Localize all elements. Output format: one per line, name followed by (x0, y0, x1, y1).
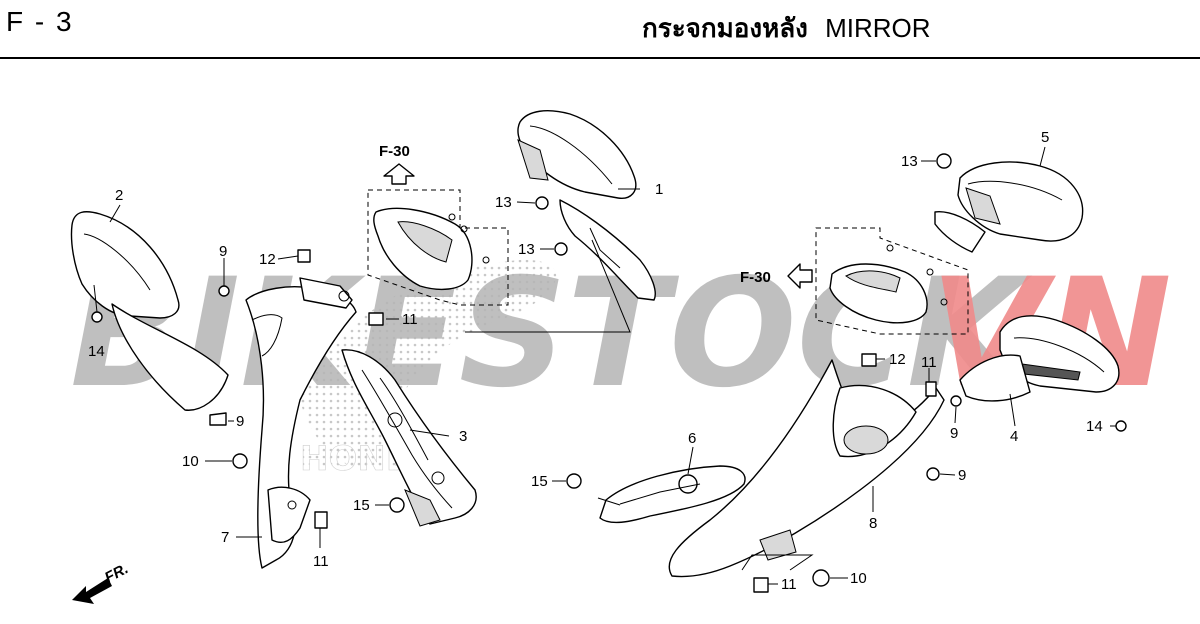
part-3-left-stay[interactable] (341, 349, 477, 527)
hardware (91, 153, 1127, 593)
callout-9-mid-left[interactable]: 9 (236, 413, 244, 430)
clip-12-left[interactable] (297, 249, 311, 263)
header-rule (0, 57, 1200, 59)
page-code: F - 3 (6, 6, 74, 37)
callout-15-left[interactable]: 15 (353, 497, 370, 514)
grommet-9-top-left[interactable] (218, 285, 230, 297)
bolt-15-left[interactable] (389, 497, 405, 513)
part-1-mirror-housing[interactable] (517, 110, 656, 301)
ref-f30-right[interactable]: F-30 (740, 263, 813, 289)
callout-15-right[interactable]: 15 (531, 473, 548, 490)
grommet-9-right-lower[interactable] (926, 467, 940, 481)
callout-3[interactable]: 3 (459, 428, 467, 445)
bolt-15-right[interactable] (566, 473, 582, 489)
callout-12-left[interactable]: 12 (259, 251, 276, 268)
part-7-left-cover[interactable] (245, 277, 357, 569)
up-arrow-icon (383, 163, 415, 185)
front-arrow-icon (72, 578, 112, 604)
screw-14-left[interactable] (91, 311, 103, 323)
callout-11-lower-left[interactable]: 11 (313, 553, 329, 570)
part-6-small-stay[interactable] (599, 465, 746, 524)
nut-10-right[interactable] (812, 569, 830, 587)
bolt-10-left[interactable] (232, 453, 248, 469)
clip-12-right[interactable] (861, 353, 877, 367)
page-header: F - 3 กระจกมองหลัง MIRROR (0, 0, 1200, 60)
page-title-en: MIRROR (825, 13, 931, 43)
left-arrow-icon (787, 263, 813, 289)
part-5-right-housing[interactable] (934, 161, 1084, 253)
clip-11-top[interactable] (368, 312, 384, 326)
grommet-13-lower[interactable] (554, 242, 568, 256)
page-title-thai: กระจกมองหลัง (642, 13, 808, 43)
callout-13-right[interactable]: 13 (901, 153, 918, 170)
callout-14-right[interactable]: 14 (1086, 418, 1103, 435)
part-8-right-cover[interactable] (668, 359, 945, 578)
leader-lines (93, 146, 1116, 585)
callout-5[interactable]: 5 (1041, 129, 1049, 146)
ref-f30-left-label: F-30 (379, 143, 410, 160)
callout-1[interactable]: 1 (655, 181, 663, 198)
callouts: 1 2 3 4 5 6 7 8 9 9 9 9 10 10 11 11 11 1… (88, 129, 1103, 593)
front-direction-indicator: FR. (72, 560, 131, 604)
clip-11-bottom[interactable] (753, 577, 769, 593)
callout-8[interactable]: 8 (869, 515, 877, 532)
callout-9-right-upper[interactable]: 9 (950, 425, 958, 442)
callout-11-top[interactable]: 11 (402, 311, 418, 328)
callout-10-right[interactable]: 10 (850, 570, 867, 587)
callout-4[interactable]: 4 (1010, 428, 1018, 445)
grommet-9-right-upper[interactable] (950, 395, 962, 407)
grommet-13-upper[interactable] (535, 196, 549, 210)
callout-13-lower[interactable]: 13 (518, 241, 535, 258)
part-4-right-mirror[interactable] (959, 315, 1120, 402)
clip-11-lower-left[interactable] (314, 511, 328, 529)
callout-14-left[interactable]: 14 (88, 343, 105, 360)
page-title: กระจกมองหลัง MIRROR (642, 8, 931, 49)
part-2-left-mirror[interactable] (70, 211, 229, 411)
inset-right-group (815, 227, 969, 335)
callout-7[interactable]: 7 (221, 529, 229, 546)
honda-wing-watermark (300, 259, 557, 470)
callout-11-bottom[interactable]: 11 (781, 576, 797, 593)
ref-f30-left[interactable]: F-30 (379, 143, 415, 185)
callout-13-upper[interactable]: 13 (495, 194, 512, 211)
ref-f30-right-label: F-30 (740, 269, 771, 286)
callout-11-right[interactable]: 11 (921, 354, 937, 371)
callout-9-right-lower[interactable]: 9 (958, 467, 966, 484)
grommet-13-right[interactable] (936, 153, 952, 169)
inset-left-group (367, 189, 509, 306)
callout-12-right[interactable]: 12 (889, 351, 906, 368)
clip-11-right[interactable] (925, 381, 937, 397)
screw-14-right[interactable] (1115, 420, 1127, 432)
callout-9-top-left[interactable]: 9 (219, 243, 227, 260)
callout-10-left[interactable]: 10 (182, 453, 199, 470)
callout-2[interactable]: 2 (115, 187, 123, 204)
grommet-9-mid-left[interactable] (209, 412, 227, 426)
callout-6[interactable]: 6 (688, 430, 696, 447)
